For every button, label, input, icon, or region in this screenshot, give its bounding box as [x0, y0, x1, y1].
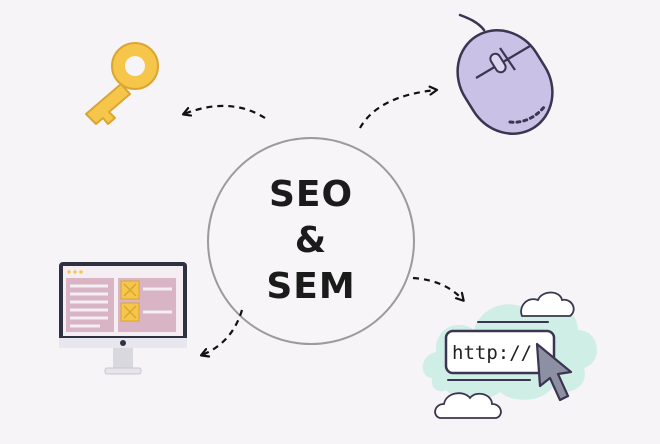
- center-label-line2: &: [294, 220, 328, 261]
- arrow-to-browser: [412, 276, 463, 300]
- arrow-to-mouse: [359, 90, 436, 129]
- center-label: SEO & SEM: [208, 138, 414, 344]
- cloud-top-right: [520, 291, 575, 317]
- arrow-to-key: [184, 104, 266, 119]
- arrow-to-monitor: [202, 309, 244, 355]
- browser-url-text: http://: [452, 342, 533, 364]
- mouse-icon: [456, 13, 554, 135]
- center-label-line3: SEM: [266, 266, 356, 307]
- cursor-icon: [535, 342, 573, 402]
- center-circle: [207, 137, 415, 345]
- key-icon: [85, 42, 159, 125]
- cloud-bottom-left: [434, 392, 502, 419]
- center-label-line1: SEO: [268, 174, 354, 215]
- monitor-icon: [59, 262, 187, 375]
